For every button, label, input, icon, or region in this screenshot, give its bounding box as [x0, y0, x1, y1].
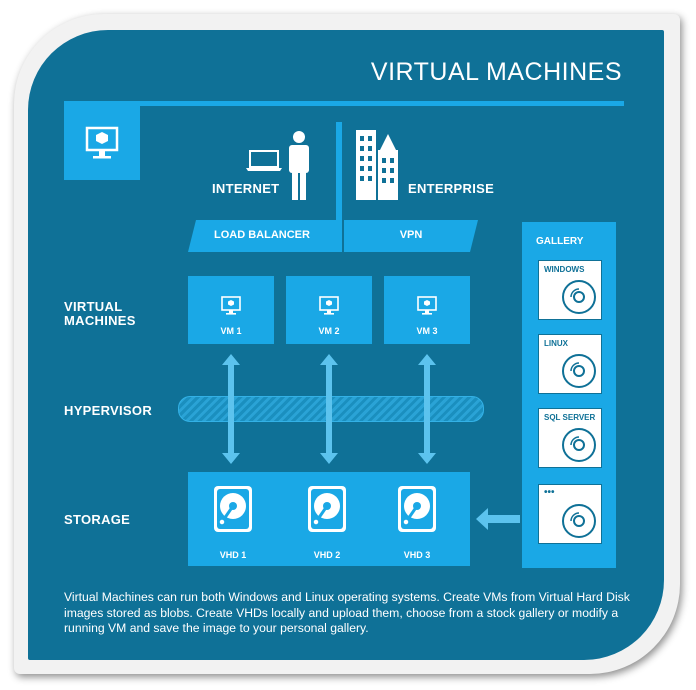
- disc-icon: [562, 354, 596, 388]
- vm-box-1: VM 1: [188, 276, 274, 344]
- vpn-label: VPN: [399, 229, 423, 241]
- gallery-item-label: WINDOWS: [544, 265, 585, 274]
- vhd-label: VHD 3: [403, 550, 431, 560]
- load-balancer-label: LOAD BALANCER: [214, 229, 310, 241]
- double-arrow-icon: [320, 354, 338, 464]
- monitor-icon: [85, 126, 119, 159]
- disc-icon: [562, 428, 596, 462]
- monitor-icon: [319, 296, 339, 315]
- gallery-item-more: •••: [538, 484, 602, 544]
- vm-label: VM 3: [416, 326, 438, 336]
- hard-disk-icon: [398, 486, 436, 532]
- monitor-icon: [417, 296, 437, 315]
- internet-label: INTERNET: [212, 181, 280, 196]
- description-text: Virtual Machines can run both Windows an…: [64, 590, 630, 635]
- double-arrow-icon: [222, 354, 240, 464]
- title-underline: [64, 101, 624, 106]
- network-divider: [336, 122, 342, 252]
- row-label-virtual: VIRTUAL: [64, 299, 123, 314]
- disc-icon: [562, 504, 596, 538]
- hard-disk-icon: [308, 486, 346, 532]
- arrow-left-icon: [476, 508, 520, 530]
- enterprise-label: ENTERPRISE: [408, 181, 495, 196]
- diagram-title: VIRTUAL MACHINES: [370, 58, 622, 86]
- gallery-item-label: LINUX: [544, 339, 568, 348]
- person-icon: [289, 131, 309, 200]
- double-arrow-icon: [418, 354, 436, 464]
- vm-box-2: VM 2: [286, 276, 372, 344]
- vm-header-icon-box: [64, 106, 140, 180]
- row-label-hypervisor: HYPERVISOR: [64, 403, 153, 418]
- row-label-storage: STORAGE: [64, 512, 131, 527]
- vm-label: VM 2: [318, 326, 340, 336]
- monitor-icon: [221, 296, 241, 315]
- laptop-icon: [246, 150, 282, 171]
- vpn-box: [344, 220, 478, 252]
- hard-disk-icon: [214, 486, 252, 532]
- gallery-item-sql-server: SQL SERVER: [538, 408, 602, 468]
- load-balancer-box: [188, 220, 336, 252]
- gallery-item-linux: LINUX: [538, 334, 602, 394]
- gallery-item-label: SQL SERVER: [544, 413, 596, 422]
- vhd-label: VHD 2: [313, 550, 341, 560]
- gallery-item-label: •••: [544, 487, 555, 498]
- vhd-label: VHD 1: [219, 550, 247, 560]
- disc-icon: [562, 280, 596, 314]
- vm-label: VM 1: [220, 326, 242, 336]
- vm-box-3: VM 3: [384, 276, 470, 344]
- gallery-title: GALLERY: [536, 236, 584, 247]
- building-icon: [356, 130, 398, 200]
- gallery-item-windows: WINDOWS: [538, 260, 602, 320]
- row-label-machines: MACHINES: [64, 313, 136, 328]
